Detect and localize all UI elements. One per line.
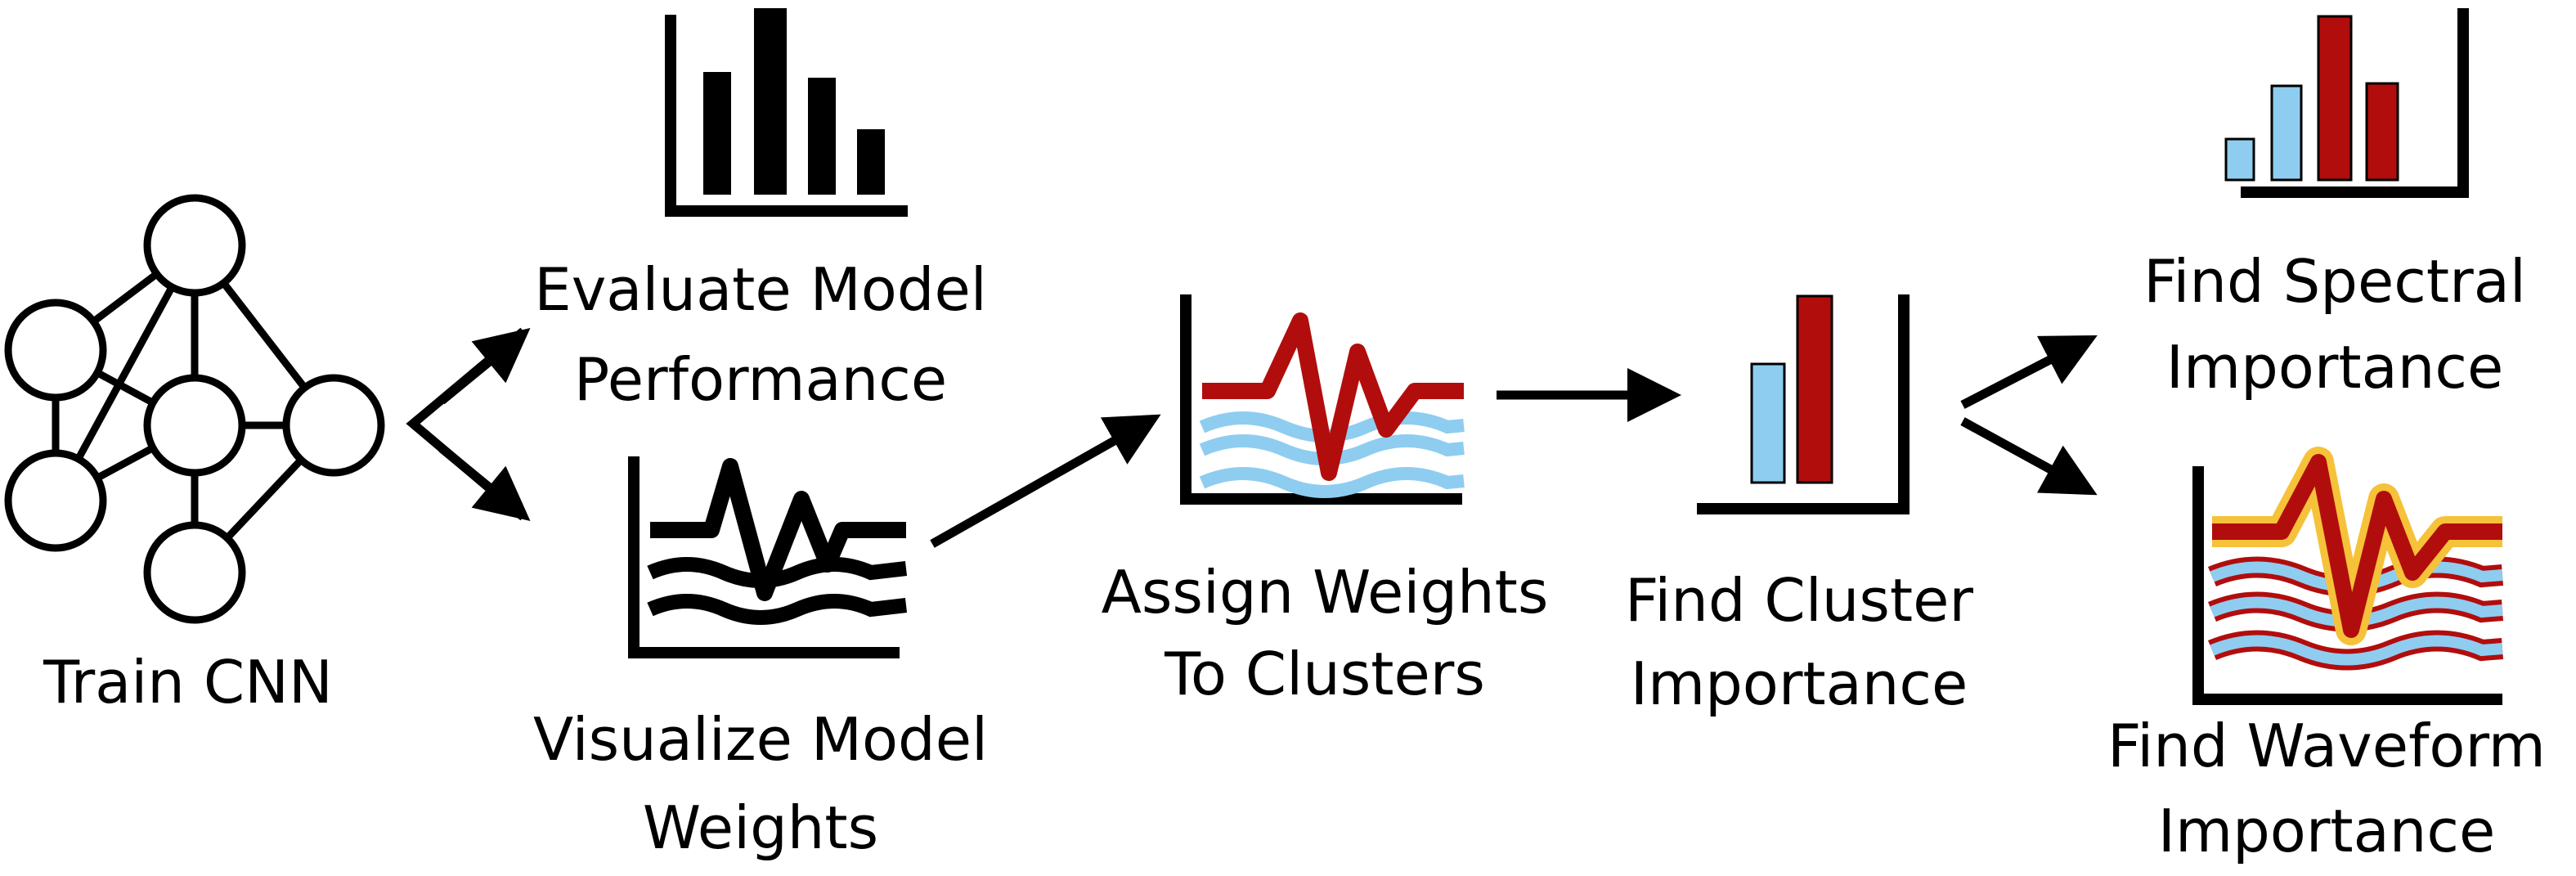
input-node-1 xyxy=(4,299,107,402)
label-spectral-line-2: Importance xyxy=(2165,333,2504,402)
label-visualize-line-2: Weights xyxy=(642,793,879,862)
hidden-node-3 xyxy=(143,521,246,624)
label-waveform-line-1: Find Waveform xyxy=(2107,712,2546,780)
bar-chart-icon xyxy=(2224,8,2469,198)
bar-chart-icon xyxy=(1697,294,1910,514)
label-assign-line-2: To Clusters xyxy=(1165,640,1485,708)
label-spectral-line-1: Find Spectral xyxy=(2143,247,2526,316)
label-evaluate-line-2: Performance xyxy=(573,345,948,414)
input-node-2 xyxy=(4,449,107,552)
waveform-chart-icon xyxy=(628,456,908,658)
label-train-cnn: Train CNN xyxy=(43,648,333,717)
neural-network-icon xyxy=(4,194,385,624)
arrow-visualize-to-assign xyxy=(930,414,1161,548)
label-evaluate-line-1: Evaluate Model xyxy=(534,255,987,324)
arrow-to-evaluate xyxy=(438,328,531,405)
flow-arrows xyxy=(406,327,2098,548)
output-node xyxy=(282,374,385,477)
bar-chart-icon xyxy=(665,8,908,217)
arrow-to-visualize xyxy=(438,444,531,521)
label-cluster-line-2: Importance xyxy=(1630,649,1968,718)
label-cluster-line-1: Find Cluster xyxy=(1625,566,1973,635)
hidden-node-1 xyxy=(143,194,246,297)
hidden-node-2 xyxy=(143,374,246,477)
label-visualize-line-1: Visualize Model xyxy=(532,705,989,774)
arrow-to-spectral xyxy=(1960,335,2098,409)
arrow-to-waveform xyxy=(1960,417,2098,496)
label-assign-line-1: Assign Weights xyxy=(1101,558,1549,627)
waveform-chart-icon xyxy=(2192,447,2504,705)
label-waveform-line-2: Importance xyxy=(2157,797,2496,865)
waveform-chart-icon xyxy=(1180,294,1465,505)
